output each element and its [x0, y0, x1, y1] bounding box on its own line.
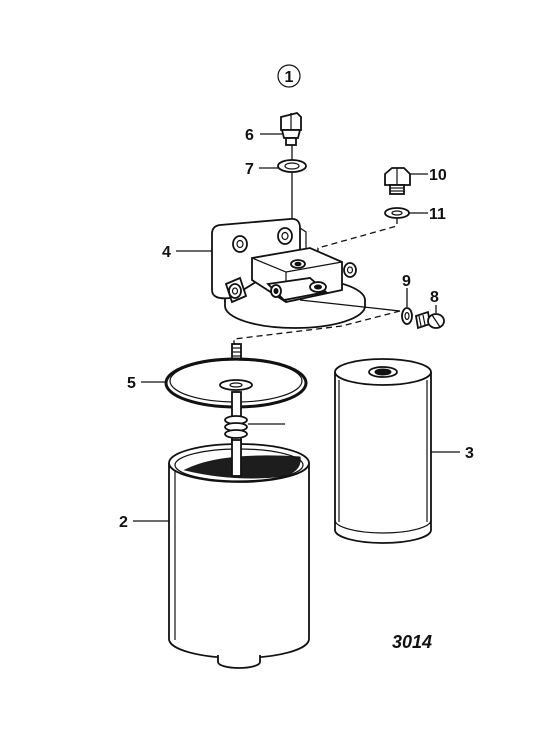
callout-11: 11	[429, 206, 446, 223]
callout-10: 10	[429, 167, 447, 184]
callout-5: 5	[127, 375, 136, 392]
callout-8: 8	[430, 289, 439, 306]
part-2-filter-bowl	[168, 439, 310, 669]
part-10-plug	[384, 167, 411, 195]
group-marker-circle	[277, 64, 301, 88]
group-marker-text: 1	[285, 69, 294, 86]
callout-6: 6	[245, 127, 254, 144]
drawing-number: 3014	[392, 632, 432, 652]
part-8-screw	[414, 310, 445, 330]
group-marker: 1	[277, 64, 301, 88]
callout-2: 2	[119, 514, 128, 531]
part-11-washer	[384, 207, 410, 219]
part-9-washer	[401, 307, 413, 325]
part-6-plug	[280, 112, 302, 146]
callout-4: 4	[162, 244, 171, 261]
callout-7: 7	[245, 161, 254, 178]
assembly-line-9	[233, 310, 401, 346]
part-5-sealing-ring	[164, 357, 308, 409]
part-3-filter-insert	[334, 358, 432, 544]
callout-3: 3	[465, 445, 474, 462]
part-7-washer	[277, 159, 307, 173]
callout-9: 9	[402, 273, 411, 290]
part-4-filter-head	[211, 218, 366, 329]
